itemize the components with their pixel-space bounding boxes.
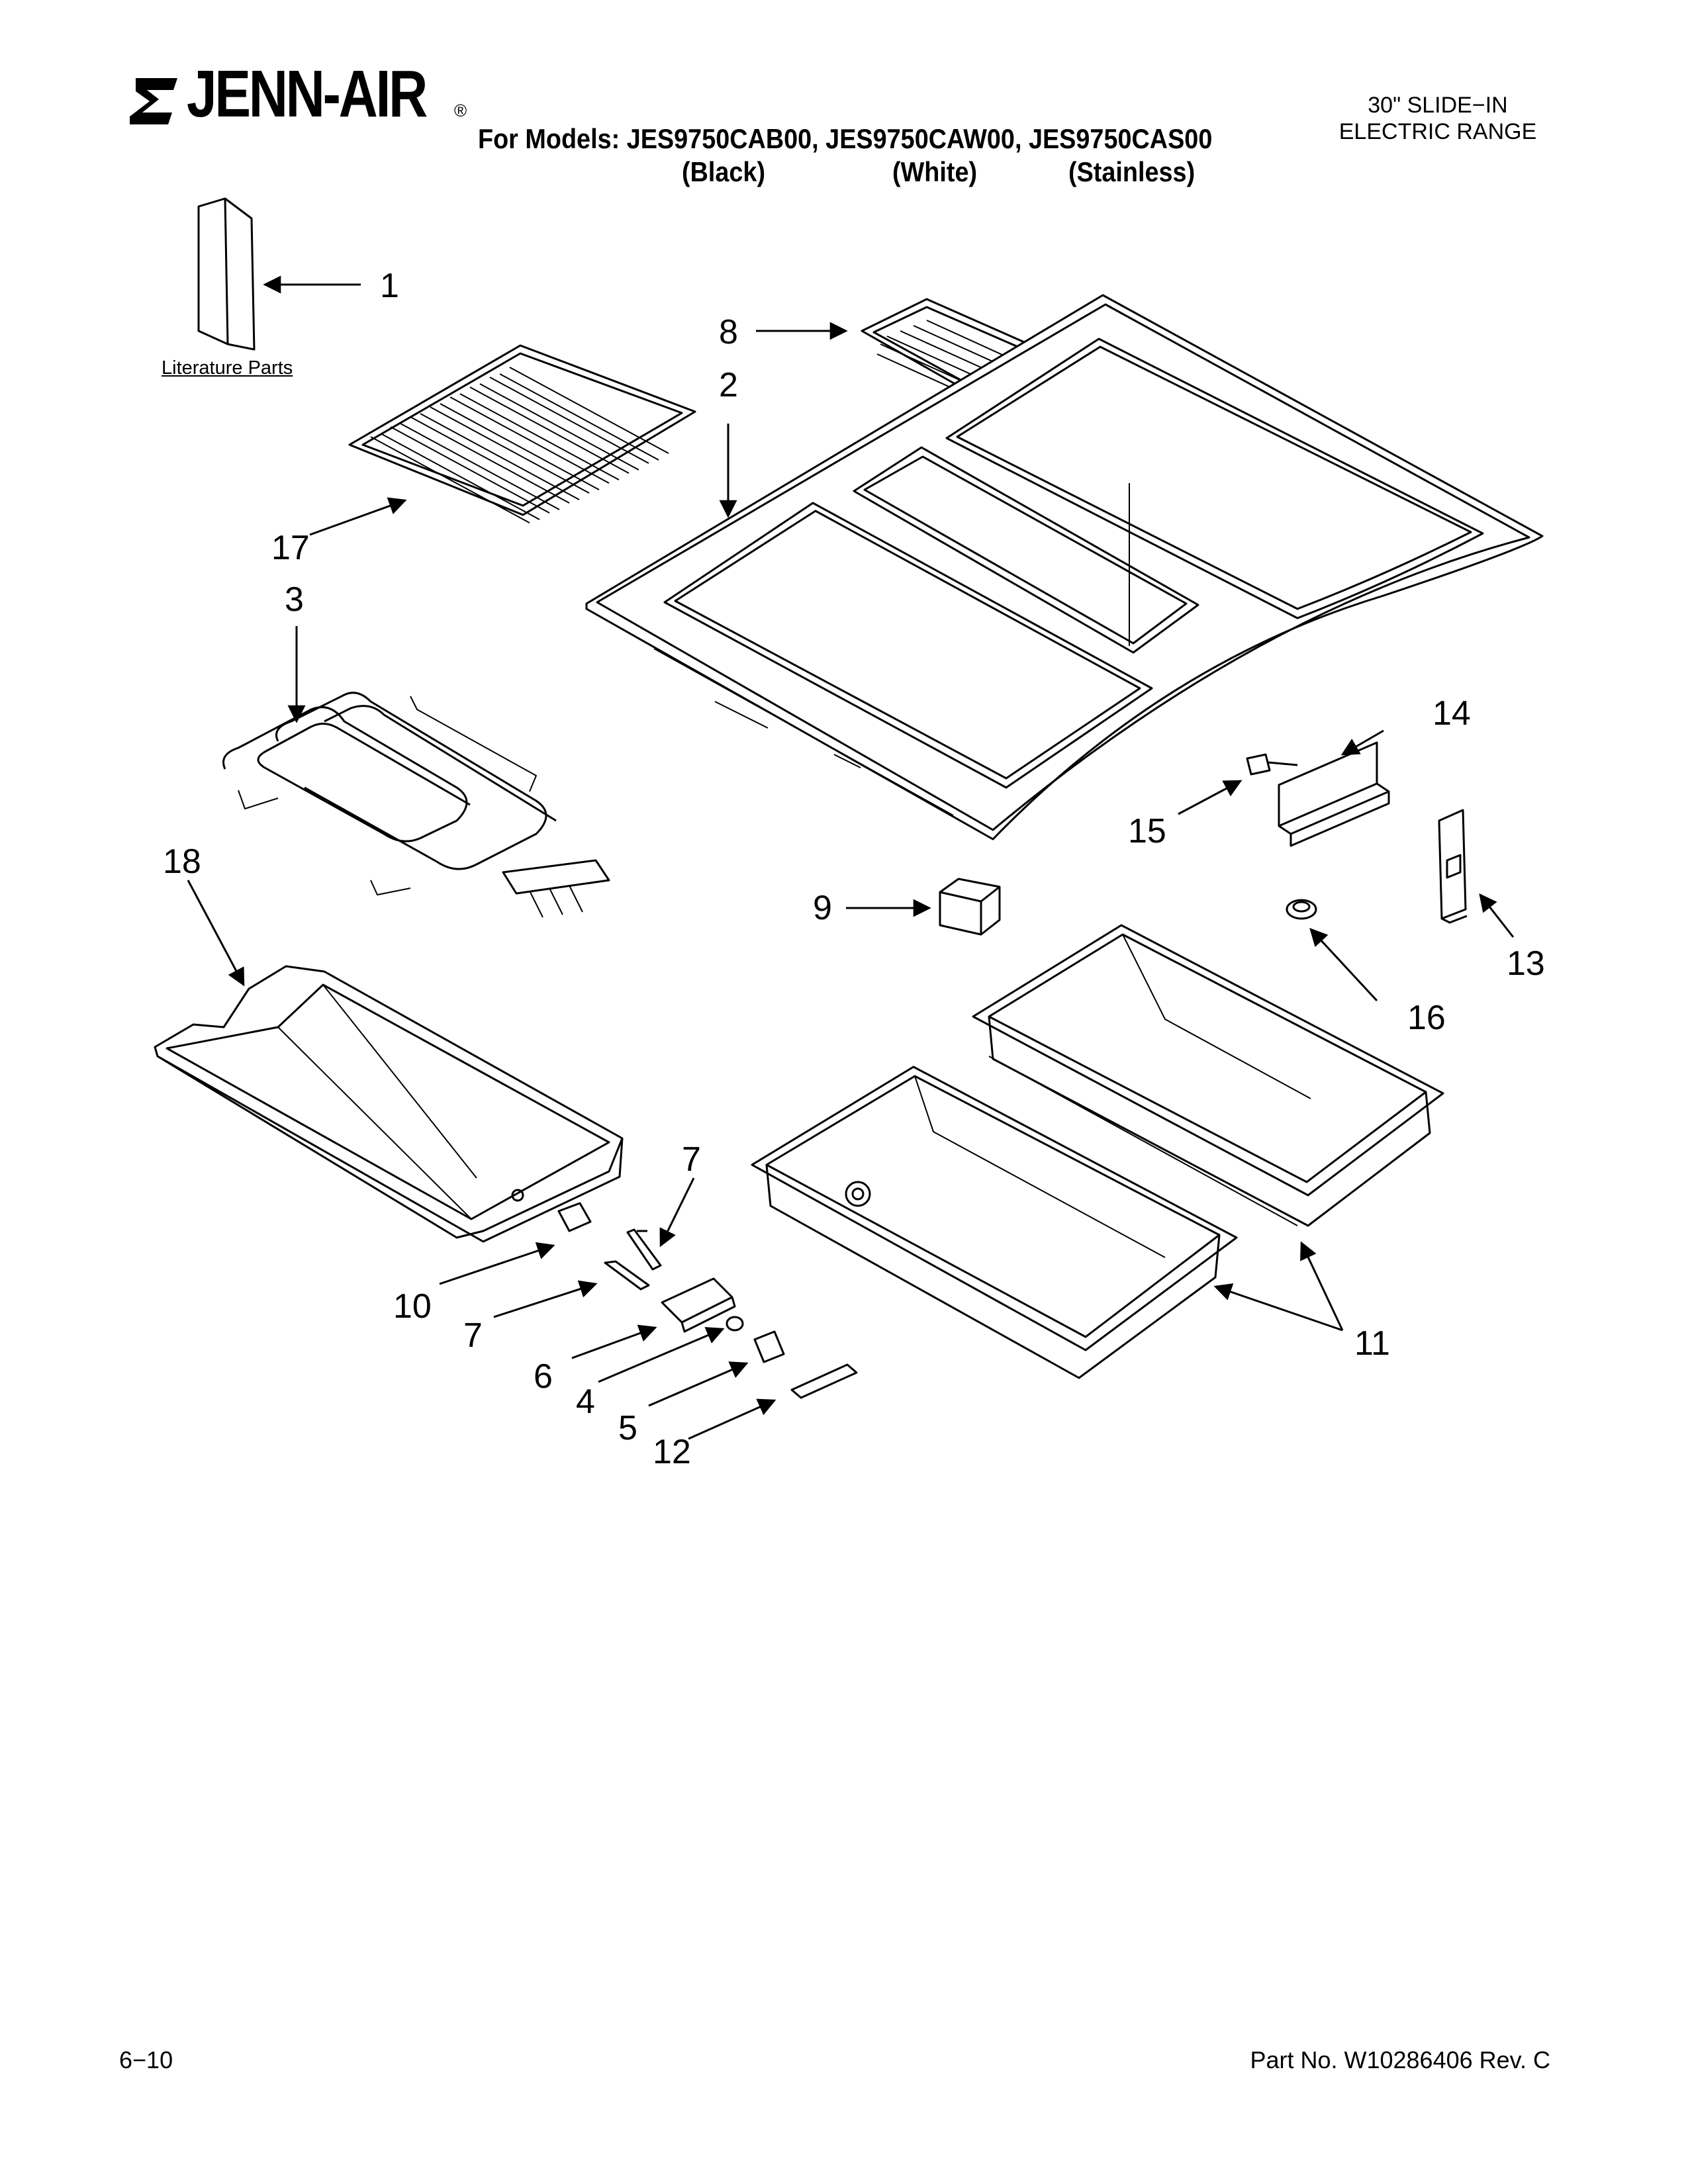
drip-pan-front	[751, 1066, 1238, 1379]
terminal-block	[661, 1277, 736, 1333]
grill-grate	[348, 344, 696, 523]
callout-8: 8	[719, 313, 738, 351]
callout-7-lower: 7	[463, 1316, 483, 1355]
callout-10: 10	[393, 1287, 432, 1326]
literature-booklet	[197, 197, 256, 351]
callout-7-upper: 7	[682, 1140, 701, 1179]
callout-17: 17	[271, 529, 310, 567]
anti-tip-clip	[1438, 809, 1468, 924]
nut	[726, 1316, 744, 1332]
callout-12: 12	[653, 1433, 691, 1471]
bracket-clip	[753, 1330, 785, 1363]
heating-element	[222, 692, 610, 918]
brand-name: JENN-AIR	[187, 57, 428, 131]
drip-pan-rear	[972, 924, 1444, 1227]
strap	[790, 1363, 858, 1399]
callout-5: 5	[618, 1409, 637, 1447]
callout-2: 2	[719, 366, 738, 404]
product-title-line2: ELECTRIC RANGE	[1338, 119, 1537, 144]
part-number: Part No. W10286406 Rev. C	[1250, 2046, 1550, 2073]
models-line: For Models: JES9750CAB00, JES9750CAW00, …	[478, 123, 1213, 154]
page-number: 6−10	[119, 2046, 173, 2073]
product-title-line1: 30" SLIDE−IN	[1368, 93, 1508, 118]
callout-16: 16	[1407, 999, 1446, 1037]
grill-drip-pan	[154, 965, 624, 1243]
callout-6: 6	[534, 1357, 553, 1396]
hole-plug	[1286, 899, 1317, 920]
callout-18: 18	[163, 842, 201, 881]
spacer-block	[939, 878, 1001, 936]
callout-15: 15	[1128, 812, 1166, 850]
cooktop-main-top	[585, 294, 1544, 841]
literature-parts-label: Literature Parts	[162, 357, 293, 379]
callout-1: 1	[380, 267, 399, 305]
callout-13: 13	[1507, 944, 1545, 983]
callout-14: 14	[1432, 694, 1471, 733]
mounting-bracket	[1246, 741, 1390, 847]
variant-black: (Black)	[682, 156, 766, 187]
callout-4: 4	[576, 1383, 595, 1421]
callout-3: 3	[285, 580, 304, 619]
variant-stainless: (Stainless)	[1068, 156, 1196, 187]
registered-mark: ®	[454, 101, 467, 120]
callout-11: 11	[1354, 1324, 1390, 1363]
switch-clips	[604, 1228, 662, 1291]
callout-9: 9	[813, 889, 832, 927]
pad	[557, 1202, 592, 1232]
variant-white: (White)	[892, 156, 978, 187]
leader-lines	[187, 275, 1515, 1440]
